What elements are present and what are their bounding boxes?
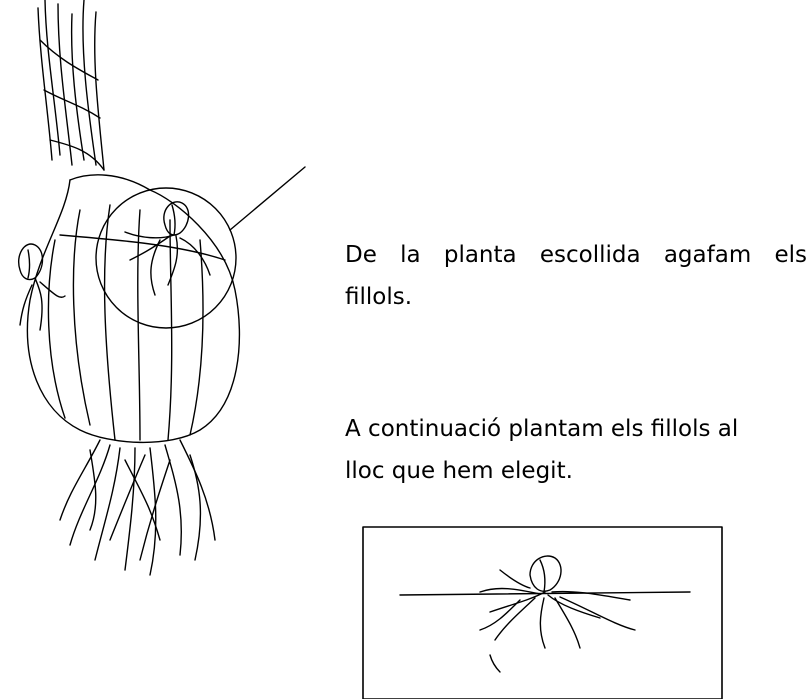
instruction-paragraph-1: De la planta escollida agafam els fillol…: [345, 234, 812, 318]
instruction-2-line-1: A continuació plantam els fillols al: [345, 408, 812, 450]
planting-frame: [363, 527, 722, 699]
instruction-1-line-1: De la planta escollida agafam els: [345, 234, 807, 276]
instruction-paragraph-2: A continuació plantam els fillols al llo…: [345, 408, 812, 492]
planted-offset: [480, 556, 635, 672]
instruction-2-line-2: lloc que hem elegit.: [345, 450, 812, 492]
instruction-1-line-2: fillols.: [345, 276, 812, 318]
